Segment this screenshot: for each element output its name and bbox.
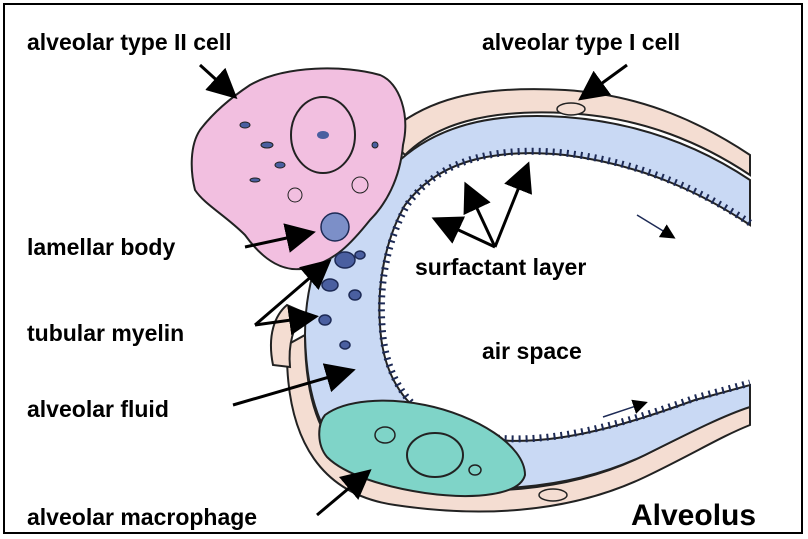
label-type-two-cell: alveolar type II cell bbox=[27, 29, 232, 55]
macrophage-nucleus bbox=[407, 433, 463, 477]
arrow-surfactant-2 bbox=[467, 187, 495, 247]
type-one-nucleus-top bbox=[557, 103, 585, 115]
arrow-type-one bbox=[583, 65, 627, 97]
flow-arrow-lower bbox=[603, 403, 645, 417]
arrow-surfactant-3 bbox=[495, 167, 527, 247]
flow-arrow-upper bbox=[637, 215, 673, 237]
alveolus-diagram: alveolar type II cell alveolar type I ce… bbox=[5, 5, 803, 534]
label-alveolar-fluid: alveolar fluid bbox=[27, 396, 169, 422]
label-air-space: air space bbox=[482, 338, 582, 364]
label-tubular-myelin: tubular myelin bbox=[27, 320, 184, 346]
arrow-type-two bbox=[200, 65, 233, 95]
diagram-title: Alveolus bbox=[631, 499, 756, 532]
diagram-frame: alveolar type II cell alveolar type I ce… bbox=[3, 3, 803, 534]
label-type-one-cell: alveolar type I cell bbox=[482, 29, 680, 55]
label-alveolar-macrophage: alveolar macrophage bbox=[27, 504, 257, 530]
type-one-nucleus-bottom bbox=[539, 489, 567, 501]
label-lamellar-body: lamellar body bbox=[27, 234, 175, 260]
label-surfactant-layer: surfactant layer bbox=[415, 254, 586, 280]
arrow-surfactant-1 bbox=[437, 220, 495, 247]
